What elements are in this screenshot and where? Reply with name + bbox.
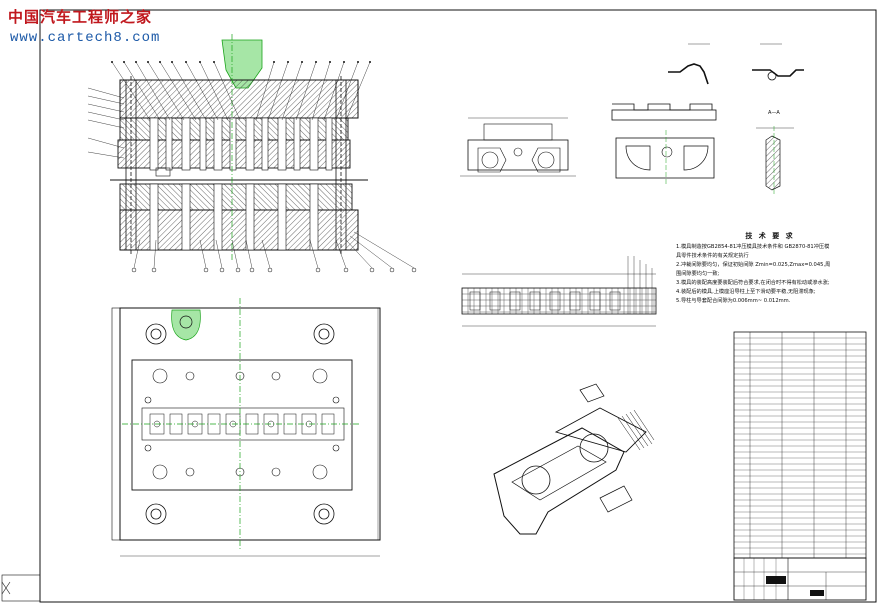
watermark-url: www.cartech8.com xyxy=(10,30,161,46)
technical-requirements: 技 术 要 求 1.模具制造按GB2854-81冲压模具技术条件和 GB2870… xyxy=(676,232,864,306)
tech-req-line: 3.模具的装配高度要装配后符合要求,在闭合时不得有松动或渗水涨; xyxy=(676,280,830,286)
tech-req-line: 具零件技术条件的有关规定执行 xyxy=(676,253,749,259)
strip-layout xyxy=(461,256,657,327)
isometric-part xyxy=(493,383,655,535)
tech-req-line: 1.模具制造按GB2854-81冲压模具技术条件和 GB2870-81冲压模 xyxy=(676,244,830,250)
tech-req-line: 围间隙要均匀一致; xyxy=(676,271,720,277)
tech-req-line: 5.导柱与导套配合间隙为0.006mm~ 0.012mm. xyxy=(676,298,791,304)
drawing-frame xyxy=(1,9,877,603)
title-block xyxy=(733,557,867,601)
bom-table xyxy=(733,331,867,559)
strip-section-view xyxy=(460,117,576,177)
part-profile-views xyxy=(611,43,804,196)
section-label-aa: A—A xyxy=(768,110,780,116)
tech-req-line: 2.冲裁间隙要均匀，保证初始间隙 Zmin=0.025,Zmax=0.045,周 xyxy=(676,262,831,268)
plan-view xyxy=(111,298,381,557)
tech-req-title: 技 术 要 求 xyxy=(745,232,795,240)
tech-req-line: 4.装配后的模具,上模座沿导柱上至下滑动要平稳,无阻滞现象; xyxy=(676,289,816,295)
front-section-view xyxy=(87,34,417,273)
watermark-title: 中国汽车工程师之家 xyxy=(8,8,153,26)
